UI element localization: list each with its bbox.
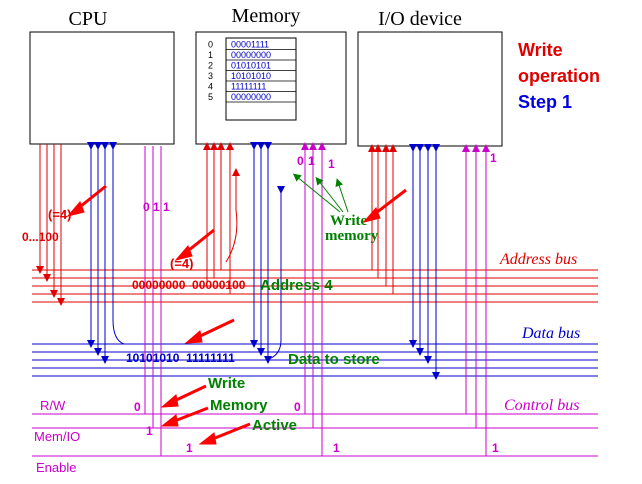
memory-rw-value: 0 bbox=[294, 400, 301, 414]
memory-data-wire bbox=[265, 186, 285, 361]
memory-control-value-0: 0 bbox=[297, 154, 304, 168]
io-unit: I/O device bbox=[357, 8, 503, 147]
arrow-icon bbox=[174, 228, 215, 261]
memory-cell-value: 00000000 bbox=[231, 92, 271, 102]
io-box bbox=[357, 31, 503, 147]
memory-cell-value: 00000000 bbox=[231, 50, 271, 60]
address-bits: 00000000 00000100 bbox=[132, 278, 246, 292]
red-pointer-arrows bbox=[66, 184, 407, 445]
memory-cell-address: 3 bbox=[208, 71, 213, 81]
title-operation: operation bbox=[518, 66, 600, 86]
memory-cell-address: 1 bbox=[208, 50, 213, 60]
cpu-control-value: 0 1 1 bbox=[143, 200, 170, 214]
enable-label: Enable bbox=[36, 460, 76, 475]
cpu-address-value: 0...100 bbox=[22, 230, 59, 244]
memory-cell-address: 5 bbox=[208, 92, 213, 102]
memory-cell-address: 4 bbox=[208, 82, 213, 92]
write-memory-pointer bbox=[335, 178, 349, 213]
control-bus-label: Control bus bbox=[504, 397, 579, 414]
cpu-data-wire bbox=[109, 142, 125, 345]
memory-data-lines bbox=[250, 142, 285, 364]
red-curve-pointer bbox=[225, 168, 240, 263]
memory-cell-value: 10101010 bbox=[231, 71, 271, 81]
memory-address-lines bbox=[203, 142, 234, 294]
arrow-icon bbox=[184, 318, 235, 344]
rw-label: R/W bbox=[40, 398, 66, 413]
memory-cell-value: 00001111 bbox=[231, 40, 269, 50]
data-bits: 10101010 11111111 bbox=[126, 351, 235, 365]
arrow-icon bbox=[362, 188, 407, 223]
cpu-control-lines bbox=[144, 146, 162, 456]
memory-cell-address: 0 bbox=[208, 40, 213, 50]
operation-title: Write operation Step 1 bbox=[518, 40, 600, 112]
enable-value: 1 bbox=[186, 441, 193, 455]
io-control-lines bbox=[462, 144, 490, 456]
memory-unit: Memory 0 00001111 1 00000000 2 01010101 3 10101… bbox=[195, 5, 347, 145]
active-annotation: Active bbox=[252, 417, 297, 434]
memio-value: 1 bbox=[146, 424, 153, 438]
data-bus bbox=[32, 343, 598, 377]
write-memory-annotation-line2: memory bbox=[325, 228, 379, 244]
write-memory-annotation-line1: Write bbox=[330, 213, 368, 229]
write-annotation: Write bbox=[208, 375, 245, 392]
write-memory-pointer bbox=[315, 176, 344, 213]
cpu-unit: CPU bbox=[29, 8, 175, 145]
address-equals-4-cpu: (=4) bbox=[48, 207, 71, 222]
arrow-icon bbox=[66, 184, 107, 217]
memory-control-value-1: 1 bbox=[308, 154, 315, 168]
cpu-box bbox=[29, 31, 175, 145]
arrow-icon bbox=[160, 384, 207, 408]
memory-cell-table bbox=[225, 37, 297, 121]
memory-cell-address: 2 bbox=[208, 61, 213, 71]
memory-cell-rows: 0 00001111 1 00000000 2 01010101 3 10101010 4 111… bbox=[208, 40, 296, 103]
address-bus bbox=[32, 269, 598, 303]
memory-annotation: Memory bbox=[210, 397, 268, 414]
rw-value: 0 bbox=[134, 400, 141, 414]
write-memory-pointers bbox=[292, 173, 349, 213]
title-step: Step 1 bbox=[518, 92, 572, 112]
memory-control-value-2: 1 bbox=[328, 157, 335, 171]
cpu-label: CPU bbox=[69, 8, 108, 30]
memory-label: Memory bbox=[232, 5, 301, 27]
control-bus bbox=[32, 413, 598, 457]
address-4-annotation: Address 4 bbox=[260, 277, 333, 294]
io-enable-value: 1 bbox=[492, 441, 499, 455]
io-address-lines bbox=[368, 144, 397, 294]
memory-control-lines bbox=[301, 142, 326, 456]
io-data-lines bbox=[409, 144, 440, 380]
write-memory-pointer bbox=[292, 173, 341, 213]
arrow-icon bbox=[198, 422, 251, 445]
memory-enable-value: 1 bbox=[333, 441, 340, 455]
address-bus-label: Address bus bbox=[499, 251, 577, 268]
arrow-icon bbox=[160, 406, 209, 427]
memory-cell-value: 01010101 bbox=[231, 61, 271, 71]
data-to-store-annotation: Data to store bbox=[288, 351, 380, 368]
io-control-value: 1 bbox=[490, 151, 497, 165]
io-label: I/O device bbox=[378, 8, 462, 30]
cpu-address-lines bbox=[36, 144, 65, 306]
title-write: Write bbox=[518, 40, 563, 60]
memory-cell-value: 11111111 bbox=[231, 82, 266, 92]
memio-label: Mem/IO bbox=[34, 429, 80, 444]
data-bus-label: Data bus bbox=[521, 325, 580, 342]
cpu-data-lines bbox=[87, 142, 125, 364]
